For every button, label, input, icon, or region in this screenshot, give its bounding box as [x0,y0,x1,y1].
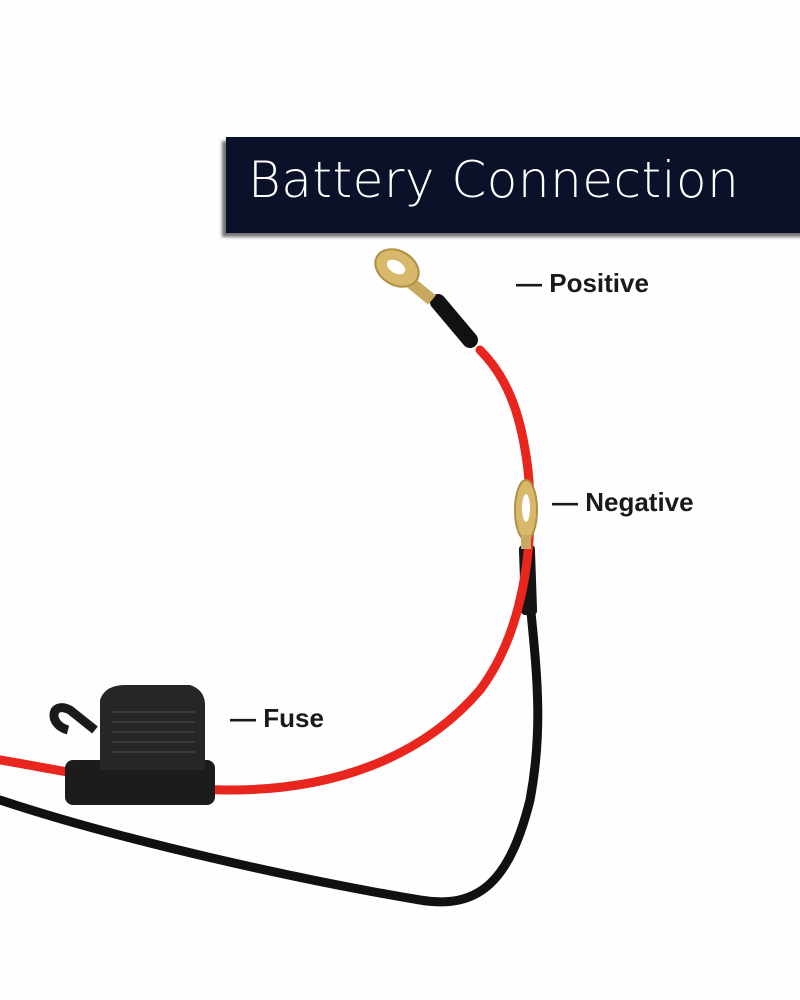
black-wire [0,575,543,907]
title-banner: Battery Connection [226,137,800,233]
negative-label: — Negative [552,487,694,517]
page-title: Battery Connection [248,151,740,209]
fuse-holder [49,685,215,805]
fuse-label: — Fuse [230,703,324,733]
positive-ring-terminal [374,248,436,305]
positive-heat-shrink [430,294,478,348]
negative-ring-terminal [514,479,538,549]
positive-label: — Positive [516,268,649,298]
